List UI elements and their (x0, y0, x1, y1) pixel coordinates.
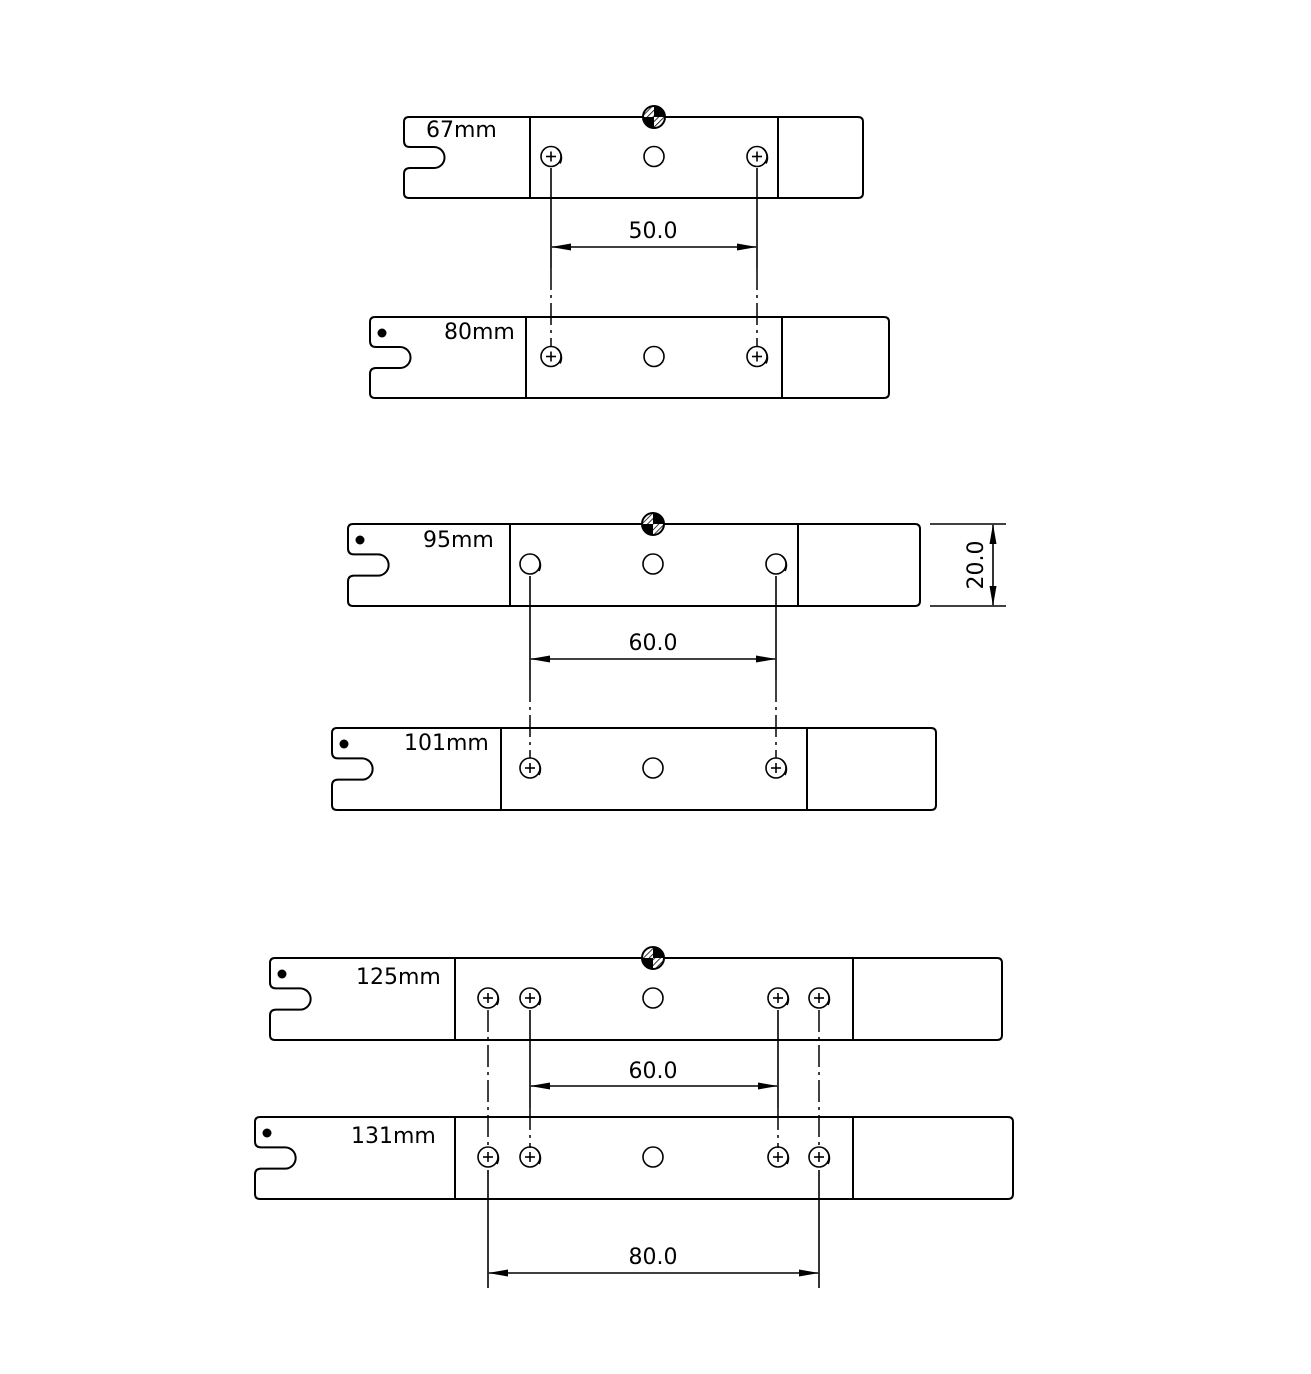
center-hole (642, 757, 664, 779)
dimensions-layer (487, 168, 1006, 1288)
locator-dot (355, 535, 365, 545)
bracket-101mm (331, 727, 937, 811)
bracket-label-67: 67mm (426, 118, 497, 143)
screw-edge (535, 555, 542, 572)
datum-marker-hatch (642, 947, 653, 958)
dimension-50-label: 50.0 (629, 219, 678, 244)
bracket-outline (331, 727, 937, 811)
screw-edge (762, 347, 769, 364)
screw-edge (535, 1148, 542, 1165)
bracket-125mm (269, 946, 1003, 1041)
locator-dot (277, 969, 287, 979)
screw-edge (535, 989, 542, 1006)
screw-edge (783, 1148, 790, 1165)
datum-marker-fill (642, 958, 653, 969)
screw-edge (493, 989, 500, 1006)
locator-dot (339, 739, 349, 749)
bracket-95mm (347, 512, 921, 607)
bracket-outline (369, 316, 890, 399)
bracket-outline (347, 523, 921, 607)
screw-edge (781, 555, 788, 572)
dimension-60-label: 60.0 (629, 631, 678, 656)
screw-edge (535, 759, 542, 776)
screw-edge (493, 1148, 500, 1165)
datum-marker-fill (643, 117, 654, 128)
bracket-outline (403, 116, 864, 199)
screw-edge (783, 989, 790, 1006)
bracket-label-131: 131mm (351, 1124, 436, 1149)
datum-marker-fill (642, 524, 653, 535)
datum-marker-hatch (654, 117, 665, 128)
locator-dot (262, 1128, 272, 1138)
bracket-131mm (254, 1116, 1014, 1200)
dimension-60-label-lower: 60.0 (629, 1059, 678, 1084)
screw-edge (824, 989, 831, 1006)
screw-edge (824, 1148, 831, 1165)
bracket-outline (254, 1116, 1014, 1200)
screw-edge (556, 147, 563, 164)
center-hole (642, 987, 664, 1009)
datum-marker-fill (653, 947, 664, 958)
bracket-label-80: 80mm (444, 320, 515, 345)
brackets-layer (254, 105, 1014, 1200)
datum-marker-hatch (653, 524, 664, 535)
dimension-80-label: 80.0 (629, 1245, 678, 1270)
center-hole (642, 1146, 664, 1168)
datum-marker-hatch (653, 958, 664, 969)
center-hole (643, 345, 665, 368)
screw-edge (781, 759, 788, 776)
bracket-label-125: 125mm (356, 965, 441, 990)
center-hole (643, 145, 665, 168)
dimension-height-label: 20.0 (964, 541, 989, 590)
datum-marker-hatch (642, 513, 653, 524)
center-hole (642, 553, 664, 575)
datum-marker-hatch (643, 106, 654, 117)
screw-edge (762, 147, 769, 164)
screw-edge (556, 347, 563, 364)
bracket-67mm (403, 105, 864, 199)
datum-marker-fill (653, 513, 664, 524)
datum-marker-fill (654, 106, 665, 117)
locator-dot (377, 328, 387, 338)
bracket-outline (269, 957, 1003, 1041)
bracket-label-101: 101mm (404, 731, 489, 756)
bracket-80mm (369, 316, 890, 399)
bracket-label-95: 95mm (423, 528, 494, 553)
